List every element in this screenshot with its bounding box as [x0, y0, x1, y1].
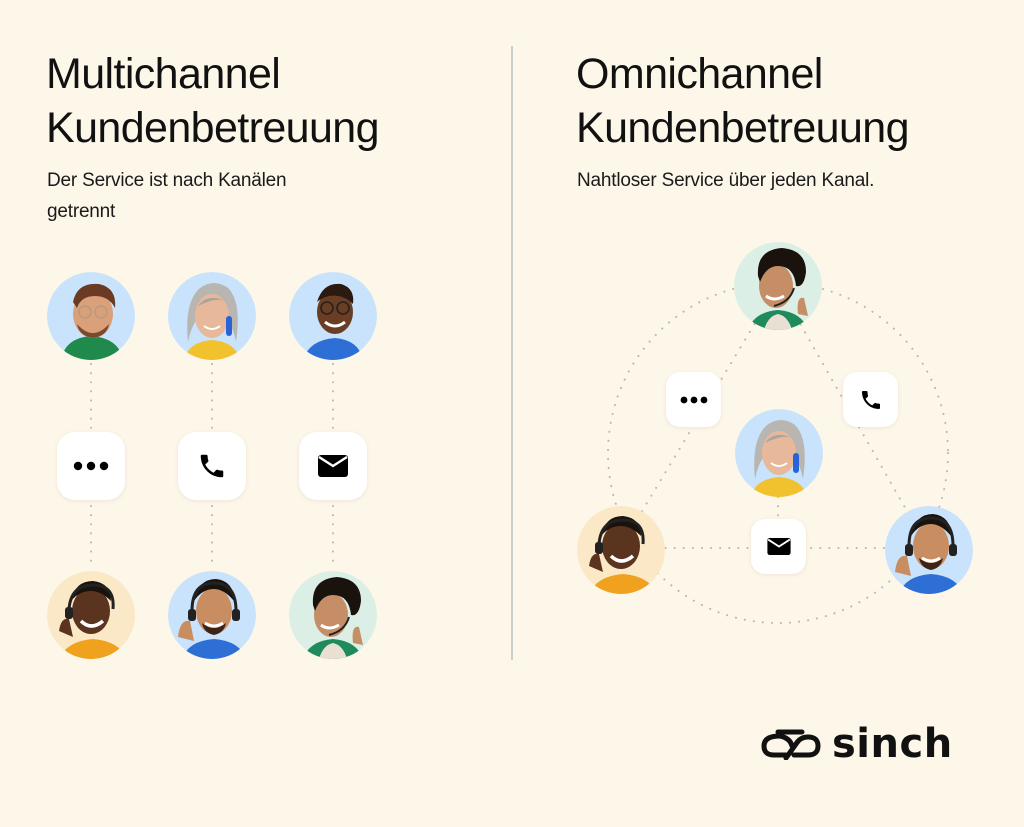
phone-icon	[200, 454, 224, 478]
mail-icon	[318, 455, 348, 477]
sinch-logo: sinch	[760, 722, 953, 766]
omni-agent-center	[735, 409, 823, 497]
omni-agent-bottom-right	[885, 506, 973, 594]
multichannel-subtitle: Der Service ist nach Kanälen getrennt	[47, 165, 287, 227]
agent-avatar-man-headset-blue	[168, 571, 256, 659]
omni-agent-top	[734, 242, 822, 330]
channel-chat-button[interactable]	[57, 432, 125, 500]
sinch-infinity-logo-icon	[761, 729, 821, 760]
omni-channel-chat-button[interactable]	[666, 372, 721, 427]
mail-icon	[766, 538, 791, 555]
chat-dots-icon	[680, 396, 707, 403]
woman-grey-hair-portrait-icon	[735, 409, 823, 497]
man-glasses-portrait-icon	[47, 272, 135, 360]
phone-icon	[861, 390, 880, 409]
agent-avatar-woman-grey-hair	[168, 272, 256, 360]
omnichannel-subtitle: Nahtloser Service über jeden Kanal.	[577, 170, 875, 191]
man-headset-blue-portrait-icon	[168, 571, 256, 659]
chat-dots-icon	[73, 461, 109, 471]
omnichannel-title: Omnichannel Kundenbetreuung	[576, 47, 910, 155]
multichannel-title: Multichannel Kundenbetreuung	[46, 47, 380, 155]
omni-channel-mail-button[interactable]	[751, 519, 806, 574]
multichannel-title-line1: Multichannel	[46, 50, 281, 98]
woman-headset-green-portrait-icon	[734, 242, 822, 330]
agent-avatar-man-glasses	[47, 272, 135, 360]
omni-agent-bottom-left	[577, 506, 665, 594]
woman-headset-green-portrait-icon	[289, 571, 377, 659]
omnichannel-title-line1: Omnichannel	[576, 50, 823, 98]
agent-avatar-woman-headset-green	[289, 571, 377, 659]
man-headset-blue-portrait-icon	[885, 506, 973, 594]
agent-avatar-man-headset-yellow	[47, 571, 135, 659]
omnichannel-title-line2: Kundenbetreuung	[576, 104, 910, 152]
omni-channel-phone-button[interactable]	[843, 372, 898, 427]
man-headset-yellow-portrait-icon	[47, 571, 135, 659]
woman-grey-hair-portrait-icon	[168, 272, 256, 360]
multichannel-subtitle-line1: Der Service ist nach Kanälen	[47, 170, 287, 191]
brand-name: sinch	[832, 721, 953, 767]
channel-mail-button[interactable]	[299, 432, 367, 500]
multichannel-subtitle-line2: getrennt	[47, 201, 116, 222]
agent-avatar-woman-glasses	[289, 272, 377, 360]
multichannel-title-line2: Kundenbetreuung	[46, 104, 380, 152]
man-headset-yellow-portrait-icon	[577, 506, 665, 594]
channel-phone-button[interactable]	[178, 432, 246, 500]
section-divider	[511, 46, 513, 660]
woman-glasses-portrait-icon	[289, 272, 377, 360]
